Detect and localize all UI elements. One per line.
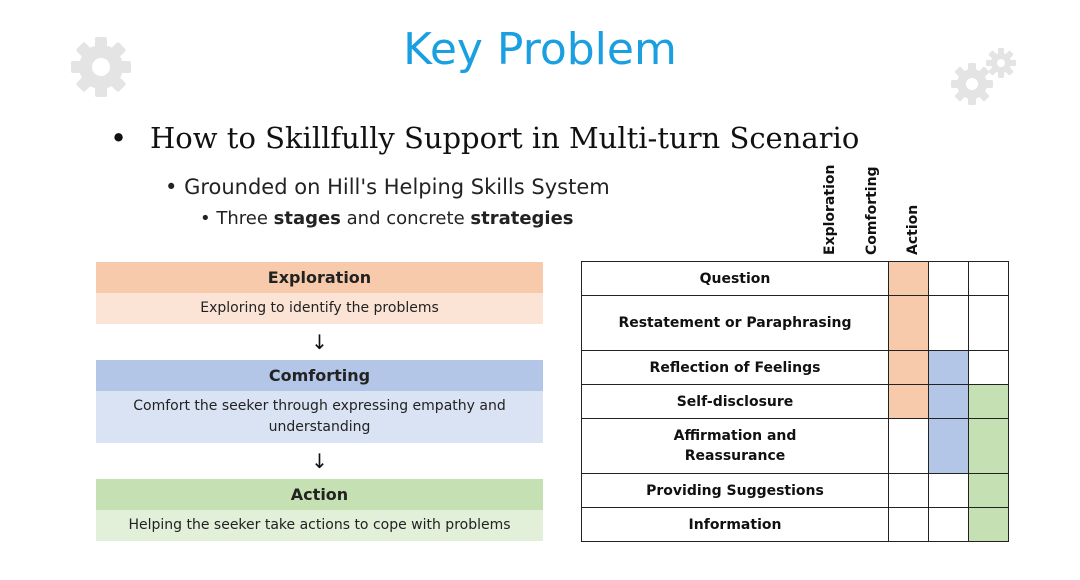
stage-cell-exploration — [888, 261, 929, 296]
slide-title: Key Problem — [403, 24, 677, 75]
stage-exploration-description: Exploring to identify the problems — [96, 293, 543, 324]
strategy-label: Question — [581, 261, 889, 296]
bullet-level-2: • Grounded on Hill's Helping Skills Syst… — [165, 175, 610, 199]
stage-cell-exploration — [888, 507, 929, 542]
stage-cell-comforting — [928, 295, 969, 351]
stage-cell-comforting — [928, 261, 969, 296]
table-row: Restatement or Paraphrasing — [581, 295, 1009, 351]
stage-cell-action — [968, 418, 1009, 474]
column-header-comforting-label: Comforting — [864, 166, 880, 255]
bullet-level-3: • Three stages and concrete strategies — [200, 208, 574, 229]
stage-cell-comforting — [928, 507, 969, 542]
stage-cell-exploration — [888, 473, 929, 508]
down-arrow-icon: ↓ — [311, 330, 328, 354]
bullet-3-mid: and concrete — [340, 208, 471, 229]
gears-icon — [951, 48, 1016, 105]
bullet-level-1: • How to Skillfully Support in Multi-turn… — [110, 118, 859, 158]
bullet-1-text: How to Skillfully Support in Multi-turn … — [150, 121, 860, 155]
column-header-action: Action — [893, 160, 933, 255]
table-row: Self-disclosure — [581, 384, 1009, 419]
stage-exploration-header: Exploration — [96, 262, 543, 293]
strategy-label: Information — [581, 507, 889, 542]
table-row: Question — [581, 261, 1009, 296]
stage-cell-action — [968, 295, 1009, 351]
stage-action-header: Action — [96, 479, 543, 510]
column-header-comforting: Comforting — [852, 160, 892, 255]
strategy-table: Question Restatement or Paraphrasing Ref… — [581, 261, 1009, 542]
stage-cell-comforting — [928, 384, 969, 419]
stage-cell-exploration — [888, 295, 929, 351]
column-header-exploration: Exploration — [810, 160, 850, 255]
stage-cell-action — [968, 261, 1009, 296]
stage-cell-comforting — [928, 418, 969, 474]
column-header-action-label: Action — [905, 204, 921, 255]
stage-cell-exploration — [888, 418, 929, 474]
stage-action-description: Helping the seeker take actions to cope … — [96, 510, 543, 541]
stage-cell-action — [968, 384, 1009, 419]
stage-cell-action — [968, 473, 1009, 508]
table-row: Providing Suggestions — [581, 473, 1009, 508]
strategy-label: Affirmation and Reassurance — [581, 418, 889, 474]
strategy-label: Self-disclosure — [581, 384, 889, 419]
strategy-label: Providing Suggestions — [581, 473, 889, 508]
table-row: Information — [581, 507, 1009, 542]
gear-icon — [71, 37, 131, 97]
stage-comforting-description: Comfort the seeker through expressing em… — [96, 391, 543, 443]
bullet-3-bold-strategies: strategies — [470, 208, 574, 229]
bullet-3-pre: Three — [216, 208, 274, 229]
table-row: Reflection of Feelings — [581, 350, 1009, 385]
stage-cell-exploration — [888, 350, 929, 385]
stage-cell-exploration — [888, 384, 929, 419]
down-arrow-icon: ↓ — [311, 449, 328, 473]
column-header-exploration-label: Exploration — [822, 164, 838, 255]
stage-comforting-header: Comforting — [96, 360, 543, 391]
bullet-2-text: Grounded on Hill's Helping Skills System — [184, 175, 610, 199]
stage-flow: Exploration Exploring to identify the pr… — [96, 262, 543, 541]
stage-cell-action — [968, 350, 1009, 385]
bullet-dot: • — [110, 121, 128, 155]
table-row: Affirmation and Reassurance — [581, 418, 1009, 474]
strategy-label: Reflection of Feelings — [581, 350, 889, 385]
stage-cell-comforting — [928, 350, 969, 385]
stage-cell-action — [968, 507, 1009, 542]
stage-cell-comforting — [928, 473, 969, 508]
bullet-3-bold-stages: stages — [273, 208, 341, 229]
strategy-label: Restatement or Paraphrasing — [581, 295, 889, 351]
